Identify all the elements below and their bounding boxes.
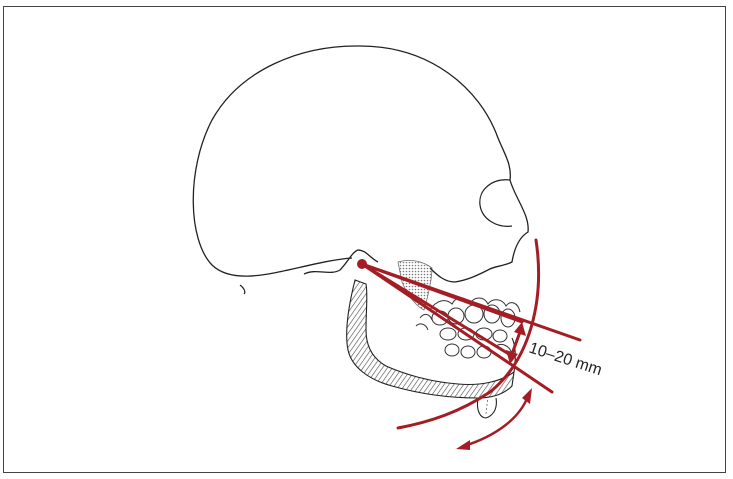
orbit-contour xyxy=(480,180,512,227)
cranium-outline xyxy=(193,46,528,282)
mastoid-detail xyxy=(240,285,245,294)
measurement-label: 10–20 mm xyxy=(527,340,604,380)
ear-detail xyxy=(304,250,378,274)
